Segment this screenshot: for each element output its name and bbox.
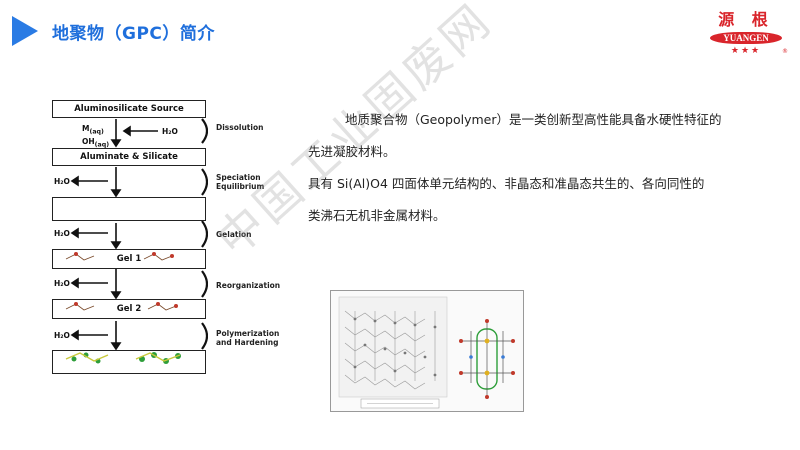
input-h2o-1: H₂O: [162, 127, 178, 136]
box-gel-1: Gel 1: [52, 249, 206, 269]
stage-equilibrium: Equilibrium: [216, 182, 265, 191]
description-line-3: 具有 Si(Al)O4 四面体单元结构的、非晶态和准晶态共生的、各向同性的: [308, 176, 705, 191]
input-m-oh: M(aq)OH(aq): [82, 124, 110, 148]
stage-reorganization: Reorganization: [216, 281, 281, 290]
structure-figure-image: [338, 296, 515, 409]
output-h2o-4: H₂O: [54, 331, 70, 340]
stage-polymerization: Polymerization: [216, 329, 280, 338]
stage-gelation: Gelation: [216, 230, 252, 239]
slide-header: 地聚物（GPC）简介: [12, 16, 215, 46]
diagram-arrows: [61, 118, 208, 364]
logo-stars-icon: ★★★: [730, 46, 762, 56]
box-gel-2: Gel 2: [52, 299, 206, 319]
output-h2o-3: H₂O: [54, 279, 70, 288]
stage-hardening: and Hardening: [216, 338, 279, 347]
title-arrow-icon: [12, 16, 38, 46]
geopolymerization-diagram: Aluminosilicate Source M(aq)OH(aq) H₂O A…: [52, 97, 280, 377]
box-aluminate-silicate: Aluminate & Silicate: [52, 148, 206, 166]
page-title: 地聚物（GPC）简介: [52, 23, 215, 44]
output-h2o-1: H₂O: [54, 177, 70, 186]
input-m: M: [82, 124, 90, 133]
logo-registered-mark: ®: [782, 48, 788, 55]
stage-speciation: Speciation: [216, 173, 261, 182]
stage-dissolution: Dissolution: [216, 123, 264, 132]
input-oh: OH: [82, 136, 95, 146]
box-oligomer-cluster: [52, 197, 206, 221]
description-line-2: 先进凝胶材料。: [308, 144, 396, 159]
logo-cn-text: 源 根: [718, 10, 774, 29]
output-h2o-2: H₂O: [54, 229, 70, 238]
description-line-1: 地质聚合物（Geopolymer）是一类创新型高性能具备水硬性特征的: [345, 112, 722, 127]
logo-en-text: YUANGEN: [710, 32, 782, 44]
box-aluminosilicate-source: Aluminosilicate Source: [52, 100, 206, 118]
description-line-4: 类沸石无机非金属材料。: [308, 208, 446, 223]
structure-figure: [330, 290, 524, 412]
description-text: 地质聚合物（Geopolymer）是一类创新型高性能具备水硬性特征的 先进凝胶材…: [308, 104, 758, 232]
company-logo: 源 根 YUANGEN ★★★ ®: [704, 6, 788, 60]
box-hardened-polymer: [52, 350, 206, 374]
